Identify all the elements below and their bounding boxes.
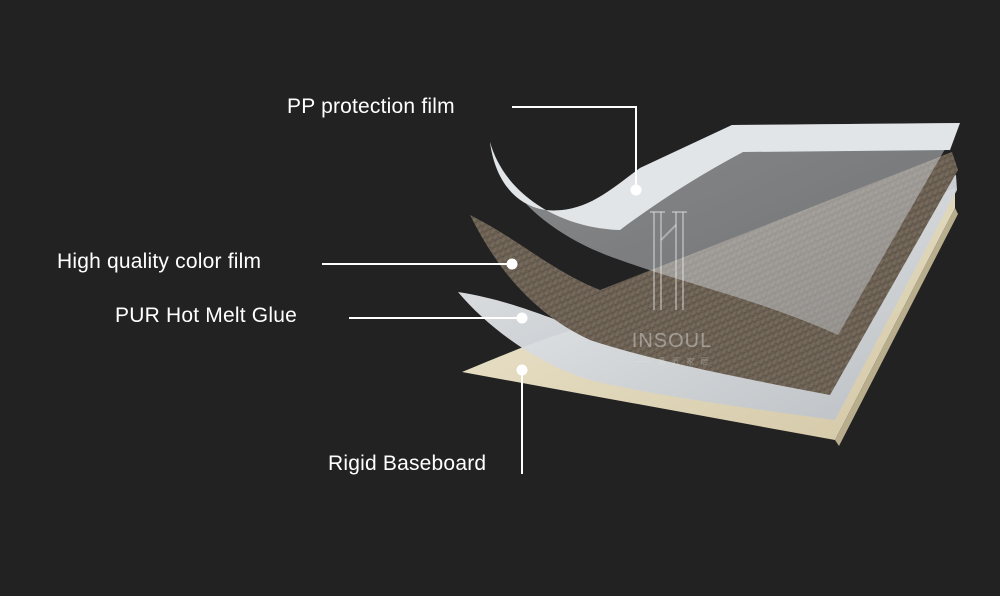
- marker-dot-glue: [517, 313, 528, 324]
- marker-dot-color: [507, 259, 518, 270]
- label-pp-protection-film: PP protection film: [287, 95, 455, 119]
- label-color-film: High quality color film: [57, 250, 261, 274]
- marker-dot-base: [517, 365, 528, 376]
- label-pur-glue: PUR Hot Melt Glue: [115, 304, 297, 328]
- leader-line-pp: [512, 107, 636, 190]
- marker-dot-pp: [631, 185, 642, 196]
- label-rigid-baseboard: Rigid Baseboard: [328, 452, 486, 476]
- watermark-tagline: —— 意 匠 家 居: [630, 356, 714, 367]
- watermark-brand: INSOUL: [626, 330, 718, 353]
